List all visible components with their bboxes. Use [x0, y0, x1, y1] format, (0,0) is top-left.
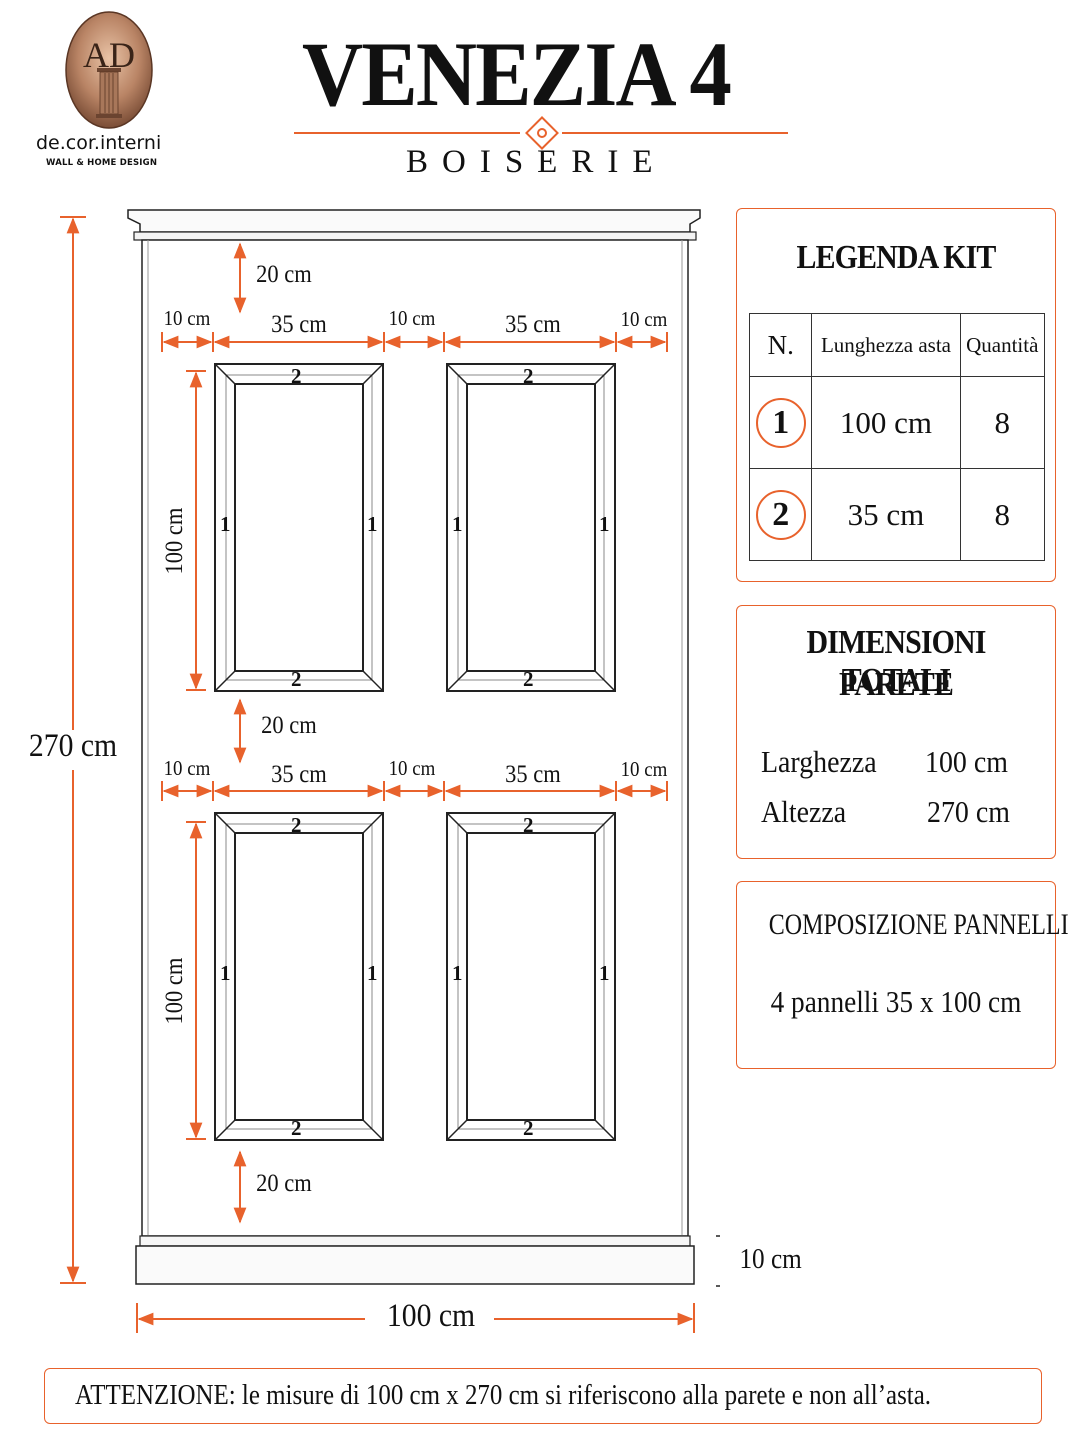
header-qty: Quantità [959, 313, 1045, 377]
legend-title: LEGENDA KIT [796, 239, 997, 276]
row2-qty: 8 [959, 468, 1045, 561]
row2-right-margin: 10 cm [620, 757, 668, 781]
row2-left-margin: 10 cm [163, 756, 211, 780]
header-length: Lunghezza asta [811, 313, 961, 377]
dimensions-title-2: PARETE [839, 666, 954, 703]
header-n: N. [748, 313, 813, 377]
rail-number: 1 [599, 961, 610, 985]
page-title: VENEZIA 4 [302, 23, 732, 125]
plinth-height-label: 10 cm [739, 1244, 802, 1275]
row1-qty: 8 [959, 376, 1045, 469]
bottom-plinth [135, 1235, 695, 1285]
table-row: 1 100 cm 8 [748, 376, 1045, 469]
attention-label: ATTENZIONE: [75, 1379, 236, 1411]
row1-panel2-width: 35 cm [505, 311, 561, 338]
attention-text: ATTENZIONE: le misure di 100 cm x 270 cm… [75, 1379, 931, 1412]
rail-number: 1 [452, 512, 463, 536]
top-panel-height-label: 100 cm [161, 507, 188, 575]
rail-number: 1 [220, 512, 231, 536]
composition-text: 4 pannelli 35 x 100 cm [770, 984, 1022, 1019]
rail-2-badge: 2 [755, 489, 806, 540]
row2-length: 35 cm [811, 468, 961, 561]
total-width-label: 100 cm [386, 1298, 476, 1334]
table-header-row: N. Lunghezza asta Quantità [748, 313, 1045, 377]
rail-number: 2 [523, 364, 534, 388]
rail-number: 1 [367, 961, 378, 985]
rail-number: 2 [291, 813, 302, 837]
brand-logo: AD [64, 10, 154, 130]
rail-number: 2 [291, 364, 302, 388]
row2-center-gap: 10 cm [388, 756, 436, 780]
row2-panel1-width: 35 cm [271, 761, 327, 788]
wall-drawing [60, 209, 720, 1333]
rail-1-badge: 1 [755, 397, 806, 448]
rail-number: 1 [367, 512, 378, 536]
row1-right-margin: 10 cm [620, 307, 668, 331]
legend-box: LEGENDA KIT N. Lunghezza asta Quantità 1… [736, 208, 1056, 582]
width-value: 100 cm [925, 744, 1008, 779]
row1-length: 100 cm [811, 376, 961, 469]
total-height-label: 270 cm [28, 728, 118, 764]
brand-tagline: WALL & HOME DESIGN [46, 158, 158, 168]
rail-number: 2 [523, 813, 534, 837]
rail-number: 2 [291, 1116, 302, 1140]
wall-body [141, 239, 689, 1237]
middle-gap-label: 20 cm [261, 712, 317, 739]
top-gap-label: 20 cm [256, 261, 312, 288]
attention-banner: ATTENZIONE: le misure di 100 cm x 270 cm… [44, 1368, 1042, 1424]
rail-number: 1 [599, 512, 610, 536]
rail-number: 1 [452, 961, 463, 985]
rail-number: 2 [523, 667, 534, 691]
bottom-panel-height-label: 100 cm [161, 957, 188, 1025]
row1-center-gap: 10 cm [388, 306, 436, 330]
plinth-bracket [716, 1235, 720, 1287]
panel-top-right [446, 363, 616, 692]
row1-left-margin: 10 cm [163, 306, 211, 330]
dimensions-title-1: DIMENSIONI TOTALI [806, 624, 986, 699]
page-subtitle: BOISERIE [406, 144, 667, 180]
rail-number: 2 [291, 667, 302, 691]
title-ornament [294, 116, 788, 150]
composition-title: COMPOSIZIONE PANNELLI [768, 908, 1069, 941]
dimensions-box: DIMENSIONI TOTALI PARETE Larghezza 100 c… [736, 605, 1056, 859]
bottom-gap-label: 20 cm [256, 1170, 312, 1197]
composition-box: COMPOSIZIONE PANNELLI 4 pannelli 35 x 10… [736, 881, 1069, 1069]
column-logo-icon [65, 11, 153, 129]
rail-number: 2 [523, 1116, 534, 1140]
height-value: 270 cm [927, 794, 1010, 829]
width-label: Larghezza [761, 744, 877, 779]
panel-bottom-left [214, 812, 384, 1141]
panel-bottom-right [446, 812, 616, 1141]
rail-number: 1 [220, 961, 231, 985]
legend-table: N. Lunghezza asta Quantità 1 100 cm 8 2 … [748, 313, 1045, 561]
panel-top-left [214, 363, 384, 692]
brand-name: de.cor.interni [36, 132, 162, 154]
attention-message: le misure di 100 cm x 270 cm si riferisc… [235, 1379, 932, 1411]
table-row: 2 35 cm 8 [748, 468, 1045, 561]
row2-panel2-width: 35 cm [505, 761, 561, 788]
dimension-lines [60, 216, 695, 1333]
brand-monogram: AD [83, 35, 135, 75]
top-cornice [127, 209, 701, 241]
row1-panel1-width: 35 cm [271, 311, 327, 338]
height-label: Altezza [761, 794, 847, 829]
